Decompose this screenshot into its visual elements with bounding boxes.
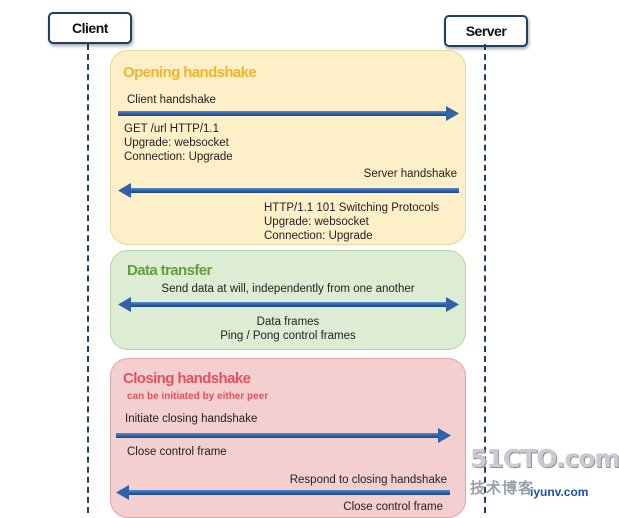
watermark-sub-text: 技术博客 [470, 480, 535, 497]
server-lifeline [484, 44, 486, 513]
watermark-url-text: iyunv.com [530, 485, 589, 499]
closing-handshake-subtitle: can be initiated by either peer [127, 391, 269, 402]
response-line-3: Connection: Upgrade [264, 230, 373, 242]
data-transfer-title: Data transfer [127, 262, 212, 279]
data-transfer-section: Data transfer Send data at will, indepen… [110, 250, 466, 350]
response-line-1: HTTP/1.1 101 Switching Protocols [264, 202, 440, 214]
client-handshake-label: Client handshake [127, 94, 216, 106]
server-actor-box: Server [444, 15, 528, 47]
request-line-3: Connection: Upgrade [124, 151, 233, 163]
client-actor-box: Client [48, 12, 132, 44]
client-lifeline [87, 44, 89, 513]
site-watermark: 51CTO.com 技术博客 iyunv.com [470, 444, 619, 510]
send-data-label: Send data at will, independently from on… [161, 283, 415, 295]
watermark-main-text: 51CTO.com [470, 444, 619, 473]
request-line-1: GET /url HTTP/1.1 [124, 123, 220, 135]
close-frame-label-1: Close control frame [127, 446, 227, 458]
data-frames-label: Data frames [256, 316, 320, 328]
initiate-closing-label: Initiate closing handshake [125, 413, 258, 425]
ping-pong-label: Ping / Pong control frames [220, 330, 356, 342]
opening-handshake-section: Opening handshake Client handshake GET /… [110, 50, 466, 245]
opening-handshake-title: Opening handshake [123, 64, 257, 81]
server-handshake-label: Server handshake [363, 168, 457, 180]
request-line-2: Upgrade: websocket [124, 137, 229, 149]
close-frame-label-2: Close control frame [343, 501, 443, 513]
closing-handshake-section: Closing handshake can be initiated by ei… [110, 358, 466, 518]
response-line-2: Upgrade: websocket [264, 216, 369, 228]
respond-closing-label: Respond to closing handshake [289, 474, 447, 486]
closing-handshake-title: Closing handshake [123, 370, 251, 387]
